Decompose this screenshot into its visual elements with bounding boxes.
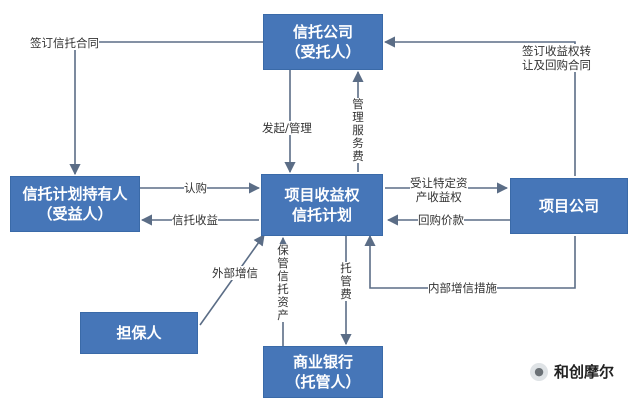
label-internal-credit-measures: 内部增信措施: [428, 281, 497, 295]
label-transfer-asset-rights: 受让特定资 产收益权: [410, 176, 468, 204]
node-trust-holder: 信托计划持有人 （受益人）: [10, 176, 140, 232]
label-external-credit: 外部增信: [212, 266, 258, 280]
label-custody-fee: 托管费: [339, 261, 353, 301]
label-buyback-price: 回购价款: [418, 213, 464, 227]
arrow-project-to-trust: [383, 36, 576, 176]
label-management-service-fee: 管理服务费: [351, 97, 365, 163]
label-sign-trust-contract: 签订信托合同: [30, 36, 99, 50]
arrow-external-credit: [199, 234, 265, 326]
node-commercial-bank: 商业银行 （托管人）: [263, 346, 383, 398]
label-initiate-manage: 发起/管理: [262, 121, 312, 135]
watermark-text: 和创摩尔: [554, 363, 615, 381]
watermark: ● 和创摩尔: [530, 361, 614, 382]
node-trust-company: 信托公司 （受托人）: [263, 14, 383, 70]
node-guarantor: 担保人: [80, 312, 198, 354]
arrow-trust-to-holder: [69, 41, 263, 176]
label-custody-trust-assets: 保管信托资产: [276, 243, 290, 322]
wechat-icon: ●: [530, 362, 548, 381]
label-trust-income: 信托收益: [172, 213, 218, 227]
label-subscribe: 认购: [184, 181, 207, 195]
label-sign-transfer-buyback-contract: 签订收益权转 让及回购合同: [522, 44, 591, 72]
node-trust-plan: 项目收益权 信托计划: [261, 174, 383, 236]
node-project-company: 项目公司: [510, 178, 628, 234]
